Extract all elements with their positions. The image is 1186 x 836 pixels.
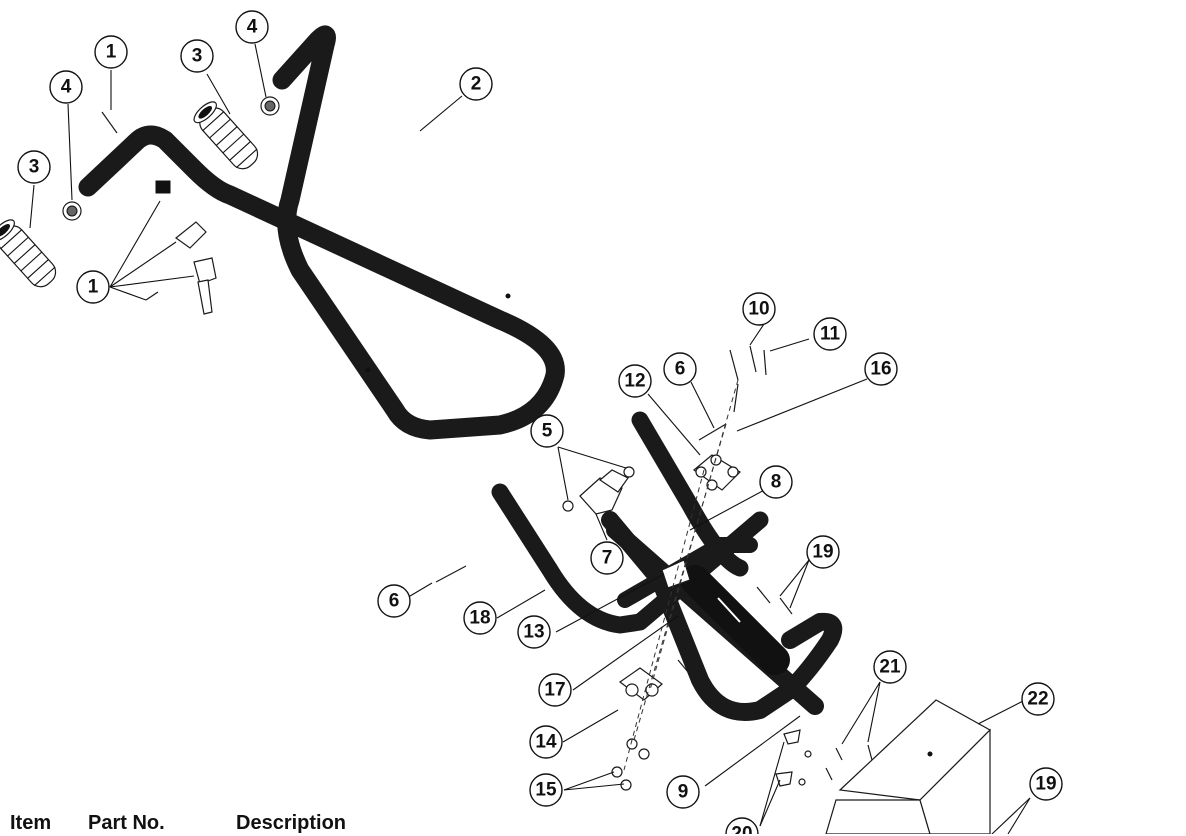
svg-text:15: 15 xyxy=(535,780,557,801)
knob-assembly xyxy=(562,466,635,515)
header-item: Item xyxy=(10,812,52,834)
housing-bracket xyxy=(825,699,991,834)
lower-clamp-bracket xyxy=(618,667,663,701)
svg-text:13: 13 xyxy=(523,622,544,643)
svg-text:3: 3 xyxy=(192,46,203,67)
svg-text:22: 22 xyxy=(1027,689,1048,710)
svg-text:6: 6 xyxy=(675,359,686,380)
callout-18: 18 xyxy=(463,601,497,635)
svg-text:1: 1 xyxy=(88,277,99,298)
svg-text:6: 6 xyxy=(389,591,400,612)
callout-8: 8 xyxy=(759,465,793,499)
center-shaft xyxy=(606,521,824,715)
svg-text:10: 10 xyxy=(748,299,769,320)
svg-text:14: 14 xyxy=(535,732,557,753)
callout-6-bolt-top: 6 xyxy=(663,352,697,386)
callout-4-right: 4 xyxy=(235,10,269,44)
svg-text:18: 18 xyxy=(469,608,490,629)
callout-1-controls: 1 xyxy=(76,270,110,304)
svg-text:16: 16 xyxy=(870,359,891,380)
control-parts xyxy=(101,111,217,315)
callout-1-top: 1 xyxy=(94,35,128,69)
callout-21: 21 xyxy=(873,650,907,684)
svg-text:5: 5 xyxy=(542,421,553,442)
right-grip xyxy=(193,101,259,170)
lower-u-frame xyxy=(601,511,843,721)
svg-text:11: 11 xyxy=(820,324,841,345)
left-grip xyxy=(0,219,57,288)
assembly-lines xyxy=(623,379,739,771)
svg-text:9: 9 xyxy=(678,782,689,803)
svg-text:4: 4 xyxy=(247,17,258,38)
callout-7: 7 xyxy=(590,541,624,575)
svg-text:1: 1 xyxy=(106,42,117,63)
svg-text:3: 3 xyxy=(29,157,40,178)
callout-6-bolt-left: 6 xyxy=(377,584,411,618)
svg-text:17: 17 xyxy=(544,680,565,701)
callout-20: 20 xyxy=(725,817,759,835)
callout-13: 13 xyxy=(517,615,551,649)
end-cap-right xyxy=(260,96,280,116)
svg-text:20: 20 xyxy=(731,824,752,835)
end-cap-left xyxy=(62,201,82,221)
header-part-no: Part No. xyxy=(88,812,165,834)
svg-text:7: 7 xyxy=(602,548,613,569)
callout-10: 10 xyxy=(742,292,776,326)
leader-lines xyxy=(29,43,1031,834)
nuts xyxy=(611,738,650,791)
svg-text:4: 4 xyxy=(61,77,72,98)
svg-text:19: 19 xyxy=(1035,774,1056,795)
callout-14: 14 xyxy=(529,725,563,759)
callout-5: 5 xyxy=(530,414,564,448)
mid-bracket xyxy=(661,559,691,589)
svg-text:2: 2 xyxy=(471,74,482,95)
svg-text:19: 19 xyxy=(812,542,833,563)
callout-4-left: 4 xyxy=(49,70,83,104)
callout-9: 9 xyxy=(666,775,700,809)
callout-19-upper: 19 xyxy=(806,535,840,569)
wing-nuts xyxy=(775,729,801,787)
callout-3-left: 3 xyxy=(17,150,51,184)
callout-3-right: 3 xyxy=(180,39,214,73)
callout-19-lower: 19 xyxy=(1029,767,1063,801)
callout-2: 2 xyxy=(459,67,493,101)
upper-handlebar xyxy=(78,25,565,440)
upper-clamp-bracket xyxy=(693,454,741,491)
callout-16: 16 xyxy=(864,352,898,386)
callout-11: 11 xyxy=(813,317,847,351)
svg-text:8: 8 xyxy=(771,472,782,493)
callout-15: 15 xyxy=(529,773,563,807)
callout-17: 17 xyxy=(538,673,572,707)
callout-12: 12 xyxy=(618,364,652,398)
header-description: Description xyxy=(236,812,347,834)
svg-text:12: 12 xyxy=(624,371,645,392)
parts-table-header: Item Part No. Description xyxy=(10,812,470,836)
svg-text:21: 21 xyxy=(879,657,901,678)
callout-22: 22 xyxy=(1021,682,1055,716)
bolts xyxy=(435,345,873,786)
